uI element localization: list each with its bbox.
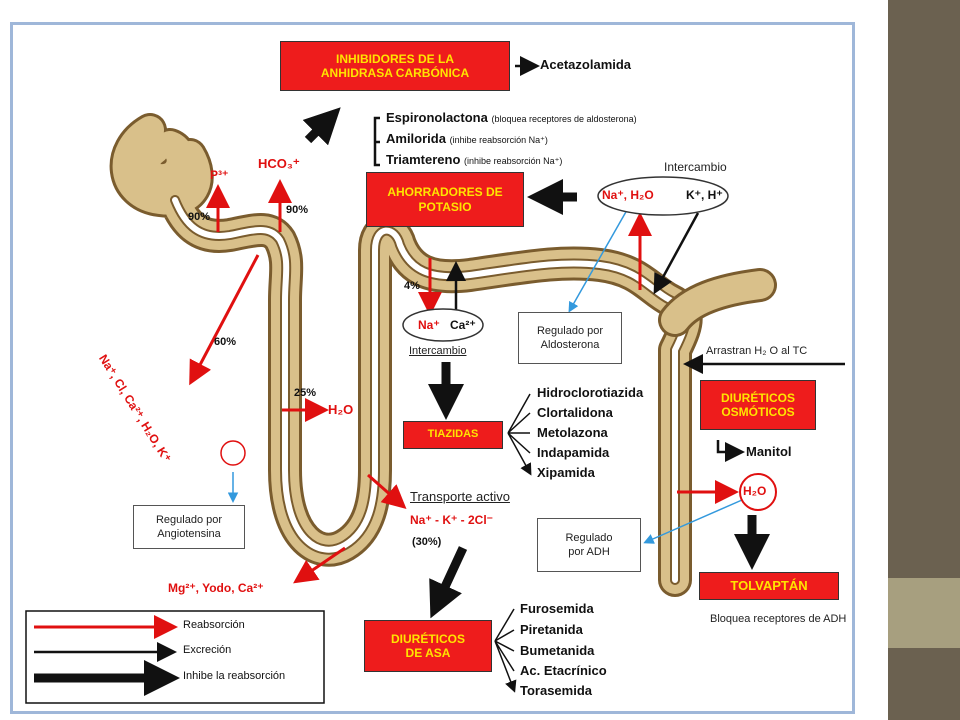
- label-hco3: HCO₃⁺: [258, 156, 300, 171]
- label-pct-4: 4%: [404, 280, 420, 292]
- inhibition-arrows: [302, 107, 770, 619]
- box-diureticos-asa: DIURÉTICOS DE ASA: [364, 620, 492, 672]
- drug-triamtereno: Triamtereno (inhibe reabsorción Na⁺): [386, 152, 563, 167]
- box-regulado-adh: Regulado por ADH: [537, 518, 641, 572]
- drug-bumetanida: Bumetanida: [520, 643, 595, 658]
- label-transporte-activo: Transporte activo: [410, 489, 510, 504]
- label-p: P³⁺: [210, 168, 229, 182]
- k-circle: [220, 440, 246, 466]
- exchange-oval-mid: [402, 308, 484, 342]
- legend-inhibe: Inhibe la reabsorción: [183, 670, 286, 682]
- box-tiazidas: TIAZIDAS: [403, 421, 503, 449]
- legend-reabsorcion: Reabsorción: [183, 619, 245, 631]
- drug-xipamida: Xipamida: [537, 465, 595, 480]
- drug-metolazona: Metolazona: [537, 425, 608, 440]
- drug-piretanida: Piretanida: [520, 622, 583, 637]
- box-inhibidores-anhidrasa: INHIBIDORES DE LA ANHIDRASA CARBÓNICA: [280, 41, 510, 91]
- label-bloquea-adh: Bloquea receptores de ADH: [710, 613, 847, 625]
- box-regulado-angiotensina: Regulado por Angiotensina: [133, 505, 245, 549]
- drug-ac-etacrinico: Ac. Etacrínico: [520, 663, 607, 678]
- label-h2o-loop: H₂O: [328, 402, 354, 417]
- drug-amilorida: Amilorida (inhibe reabsorción Na⁺): [386, 131, 548, 146]
- label-pct-90a: 90%: [188, 211, 211, 223]
- label-h2o-collect: H₂O: [743, 484, 767, 498]
- drug-indapamida: Indapamida: [537, 445, 610, 460]
- label-pct-25: 25%: [294, 387, 317, 399]
- label-arrastran: Arrastran H₂ O al TC: [706, 345, 808, 357]
- box-diureticos-osmoticos: DIURÉTICOS OSMÓTICOS: [700, 380, 816, 430]
- excretion-arrows: [373, 56, 845, 462]
- drug-torasemida: Torasemida: [520, 683, 593, 698]
- regulation-arrows: [227, 209, 743, 544]
- drug-acetazolamida: Acetazolamida: [540, 57, 632, 72]
- drug-tree-arrows: [494, 393, 530, 690]
- label-mg-yodo-ca: Mg²⁺, Yodo, Ca²⁺: [168, 581, 264, 595]
- label-k-h: K⁺, H⁺: [686, 188, 723, 202]
- exchange-oval-top: [597, 176, 729, 216]
- reabsorption-arrows: [189, 179, 739, 584]
- label-pct-60: 60%: [214, 336, 237, 348]
- label-intercambio-mid: Intercambio: [409, 345, 467, 357]
- label-na: Na⁺: [418, 318, 440, 332]
- drug-clortalidona: Clortalidona: [537, 405, 613, 420]
- label-pct-90b: 90%: [286, 204, 309, 216]
- drug-hidroclorotiazida: Hidroclorotiazida: [537, 385, 644, 400]
- h2o-circle: [739, 473, 777, 511]
- nephron-tube: [109, 113, 777, 597]
- label-intercambio-top: Intercambio: [664, 160, 727, 174]
- drug-espironolactona: Espironolactona (bloquea receptores de a…: [386, 110, 637, 125]
- box-ahorradores-potasio: AHORRADORES DE POTASIO: [366, 172, 524, 227]
- side-accent: [888, 578, 960, 648]
- box-tolvaptan: TOLVAPTÁN: [699, 572, 839, 600]
- drug-furosemida: Furosemida: [520, 601, 594, 616]
- label-pct-30: (30%): [412, 536, 442, 548]
- box-regulado-aldosterona: Regulado por Aldosterona: [518, 312, 622, 364]
- label-ca: Ca²⁺: [450, 318, 476, 332]
- drug-manitol: Manitol: [746, 444, 792, 459]
- legend-excrecion: Excreción: [183, 644, 232, 656]
- label-na-h2o: Na⁺, H₂O: [602, 188, 654, 202]
- legend-box: [25, 610, 325, 704]
- label-na-k-2cl: Na⁺ - K⁺ - 2Cl⁻: [410, 513, 494, 527]
